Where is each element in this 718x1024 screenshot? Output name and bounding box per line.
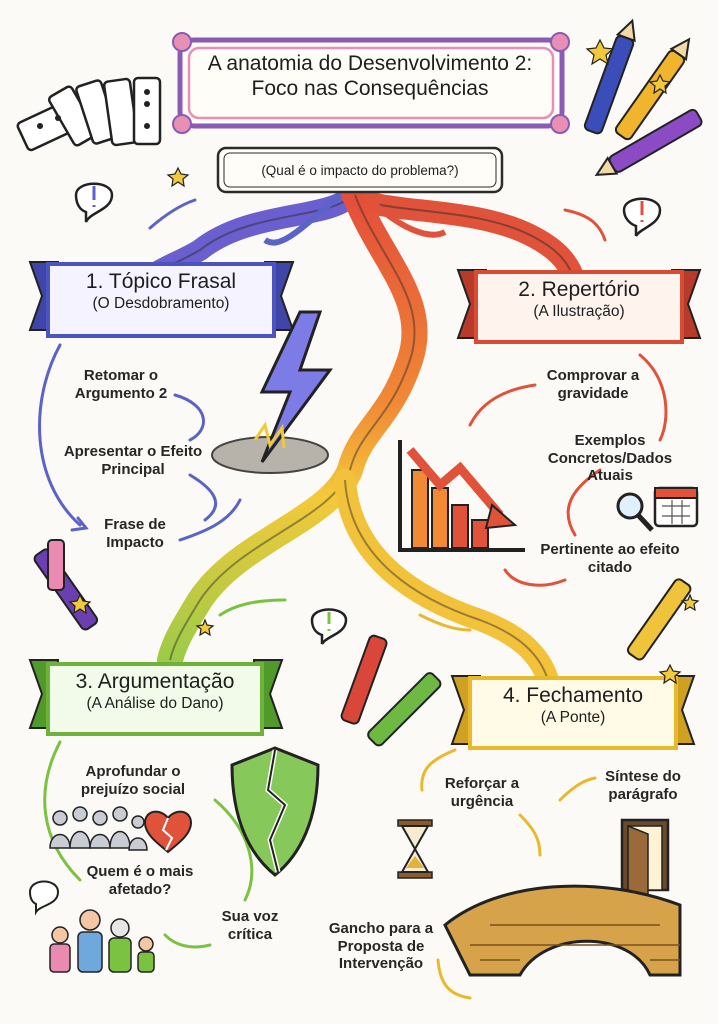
banner-2 xyxy=(456,269,702,344)
pens-icon xyxy=(33,539,99,631)
branch-1-title: 1. Tópico Frasal (O Desdobramento) xyxy=(56,270,266,313)
question-frame xyxy=(216,146,504,194)
branch-3-item-1: Aprofundar o prejuízo social xyxy=(80,763,186,798)
magnifier-icon xyxy=(616,492,654,532)
star-icon xyxy=(68,38,700,685)
family-icon xyxy=(28,880,155,973)
branch-4-subtitle: (A Ponte) xyxy=(540,708,606,726)
branch-1-item-2: Apresentar o Efeito Principal xyxy=(63,443,203,478)
banner-3 xyxy=(28,659,284,736)
branch-4-item-2: Síntese do parágrafo xyxy=(605,768,681,803)
lightning-icon xyxy=(211,310,333,474)
flow-arrows xyxy=(38,198,668,1000)
branch-3-item-2: Quem é o mais afetado? xyxy=(86,863,194,898)
branch-4-item-3: Gancho para a Proposta de Intervenção xyxy=(328,920,434,973)
branch-2-item-2: Exemplos Concretos/Dados Atuais xyxy=(547,432,673,485)
pens-icon xyxy=(340,634,442,747)
central-question: (Qual é o impacto do problema?) xyxy=(261,163,459,178)
branch-1-heading: 1. Tópico Frasal xyxy=(85,270,237,293)
branch-3-heading: 3. Argumentação xyxy=(75,670,235,693)
branch-2-item-1: Comprovar a gravidade xyxy=(546,367,640,402)
title-frame xyxy=(172,32,570,134)
calendar-icon xyxy=(653,486,699,528)
page-title: A anatomia do Desenvolvimento 2: Foco na… xyxy=(190,52,550,102)
domino-icon xyxy=(16,76,162,152)
branch-1-item-3: Frase de Impacto xyxy=(104,516,166,551)
branch-4-title: 4. Fechamento (A Ponte) xyxy=(476,684,670,727)
branch-4-heading: 4. Fechamento xyxy=(502,684,644,707)
branch-2-title: 2. Repertório (A Ilustração) xyxy=(484,278,674,321)
falling-chart-icon xyxy=(398,440,525,552)
branch-4-item-1: Reforçar a urgência xyxy=(444,775,520,810)
bridge-icon xyxy=(443,884,682,977)
branch-3-title: 3. Argumentação (A Análise do Dano) xyxy=(54,670,256,713)
branch-2-heading: 2. Repertório xyxy=(518,278,640,301)
banner-1 xyxy=(28,261,295,338)
branch-1-subtitle: (O Desdobramento) xyxy=(92,294,230,312)
crowd-icon xyxy=(49,806,148,851)
branch-1-item-1: Retomar o Argumento 2 xyxy=(74,367,168,402)
hourglass-icon xyxy=(397,819,433,879)
branch-2-subtitle: (A Ilustração) xyxy=(533,302,625,320)
door-icon xyxy=(620,818,670,898)
pens-icon xyxy=(626,578,692,661)
broken-shield-icon xyxy=(230,746,320,877)
branch-2-item-3: Pertinente ao efeito citado xyxy=(540,541,680,576)
speech-bubble-icon xyxy=(74,182,662,645)
title-line-2: Foco nas Consequências xyxy=(251,76,489,100)
branch-3-item-3: Sua voz crítica xyxy=(221,908,279,943)
branch-3-subtitle: (A Análise do Dano) xyxy=(86,694,224,712)
title-line-1: A anatomia do Desenvolvimento 2: xyxy=(207,52,533,75)
broken-heart-icon xyxy=(143,810,193,854)
pens-icon xyxy=(583,18,703,176)
banner-4 xyxy=(450,675,696,750)
